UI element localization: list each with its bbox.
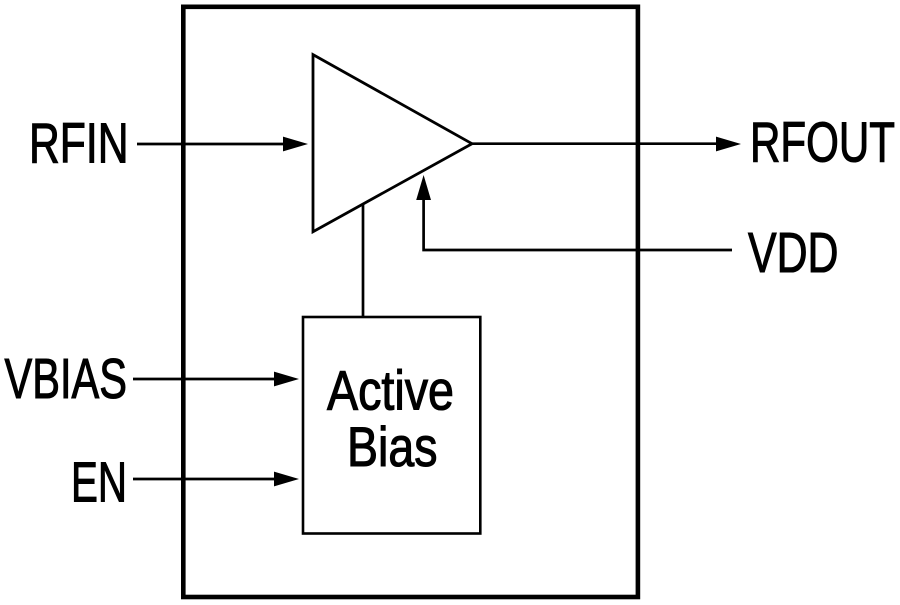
- svg-text:Bias: Bias: [347, 415, 438, 478]
- svg-text:RFIN: RFIN: [29, 112, 129, 176]
- svg-text:VDD: VDD: [748, 221, 839, 285]
- svg-text:VBIAS: VBIAS: [5, 347, 128, 411]
- svg-text:RFOUT: RFOUT: [750, 111, 895, 175]
- svg-text:Active: Active: [327, 359, 454, 422]
- svg-text:EN: EN: [71, 450, 127, 514]
